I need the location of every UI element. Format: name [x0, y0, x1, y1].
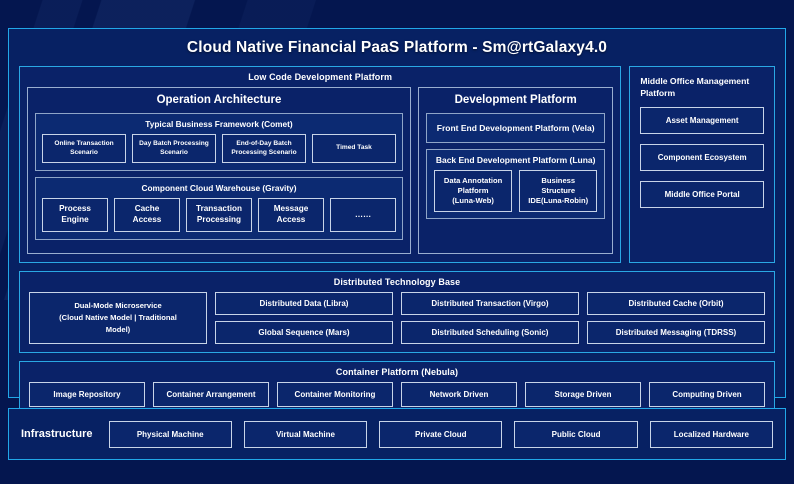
item-distributed-scheduling[interactable]: Distributed Scheduling (Sonic): [401, 321, 579, 345]
component-cloud-warehouse-items: Process Engine Cache Access Transaction …: [36, 198, 402, 233]
item-asset-management[interactable]: Asset Management: [640, 107, 764, 135]
item-distributed-messaging[interactable]: Distributed Messaging (TDRSS): [587, 321, 765, 345]
item-physical-machine[interactable]: Physical Machine: [108, 420, 232, 448]
item-online-transaction-scenario[interactable]: Online Transaction Scenario: [42, 134, 126, 164]
item-image-repository[interactable]: Image Repository: [29, 382, 145, 408]
item-localized-hardware[interactable]: Localized Hardware: [649, 420, 774, 448]
item-more-ellipsis[interactable]: ……: [330, 198, 396, 233]
distributed-technology-columns: Distributed Data (Libra) Global Sequence…: [215, 292, 765, 345]
item-network-driven[interactable]: Network Driven: [401, 382, 517, 408]
development-platform-panel: Development Platform Front End Developme…: [418, 87, 614, 255]
item-day-batch-processing-scenario[interactable]: Day Batch Processing Scenario: [132, 134, 216, 164]
middle-office-platform-title: Middle Office Management Platform: [640, 76, 750, 99]
item-computing-driven[interactable]: Computing Driven: [649, 382, 765, 408]
operation-architecture-panel: Operation Architecture Typical Business …: [27, 87, 411, 255]
item-transaction-processing[interactable]: Transaction Processing: [186, 198, 252, 233]
back-end-development-platform-block: Back End Development Platform (Luna) Dat…: [426, 149, 606, 220]
infrastructure-label: Infrastructure: [21, 428, 93, 440]
platform-frame: Cloud Native Financial PaaS Platform - S…: [8, 28, 786, 417]
component-cloud-warehouse-title: Component Cloud Warehouse (Gravity): [141, 183, 297, 194]
middle-office-items: Asset Management Component Ecosystem Mid…: [630, 103, 774, 217]
distributed-technology-base-body: Dual-Mode Microservice (Cloud Native Mod…: [20, 292, 774, 352]
typical-business-framework-group: Typical Business Framework (Comet) Onlin…: [35, 113, 403, 172]
item-private-cloud[interactable]: Private Cloud: [379, 420, 503, 448]
front-end-development-platform-block[interactable]: Front End Development Platform (Vela): [426, 113, 606, 143]
item-cache-access[interactable]: Cache Access: [114, 198, 180, 233]
dtb-column-1: Distributed Data (Libra) Global Sequence…: [215, 292, 393, 345]
item-global-sequence[interactable]: Global Sequence (Mars): [215, 321, 393, 345]
item-container-arrangement[interactable]: Container Arrangement: [153, 382, 269, 408]
item-business-structure-ide[interactable]: Business Structure IDE(Luna-Robin): [519, 170, 598, 213]
low-code-body: Operation Architecture Typical Business …: [20, 87, 620, 262]
item-process-engine[interactable]: Process Engine: [42, 198, 108, 233]
item-middle-office-portal[interactable]: Middle Office Portal: [640, 181, 764, 209]
item-distributed-transaction[interactable]: Distributed Transaction (Virgo): [401, 292, 579, 316]
item-virtual-machine[interactable]: Virtual Machine: [243, 420, 368, 448]
item-distributed-cache[interactable]: Distributed Cache (Orbit): [587, 292, 765, 316]
infrastructure-items: Physical Machine Virtual Machine Private…: [108, 420, 774, 448]
item-component-ecosystem[interactable]: Component Ecosystem: [640, 144, 764, 172]
item-storage-driven[interactable]: Storage Driven: [525, 382, 641, 408]
component-cloud-warehouse-group: Component Cloud Warehouse (Gravity) Proc…: [35, 177, 403, 241]
middle-office-management-platform-panel: Middle Office Management Platform Asset …: [629, 66, 775, 264]
dtb-column-3: Distributed Cache (Orbit) Distributed Me…: [587, 292, 765, 345]
development-platform-title: Development Platform: [454, 94, 577, 106]
low-code-platform-title: Low Code Development Platform: [248, 72, 393, 82]
item-container-monitoring[interactable]: Container Monitoring: [277, 382, 393, 408]
container-platform-items: Image Repository Container Arrangement C…: [20, 382, 774, 415]
back-end-development-platform-label: Back End Development Platform (Luna): [435, 155, 596, 165]
typical-business-framework-items: Online Transaction Scenario Day Batch Pr…: [36, 134, 402, 164]
item-distributed-data[interactable]: Distributed Data (Libra): [215, 292, 393, 316]
dtb-column-2: Distributed Transaction (Virgo) Distribu…: [401, 292, 579, 345]
container-platform-title: Container Platform (Nebula): [335, 367, 459, 378]
item-end-of-day-batch-processing-scenario[interactable]: End-of-Day Batch Processing Scenario: [222, 134, 306, 164]
operation-architecture-title: Operation Architecture: [156, 94, 282, 106]
typical-business-framework-title: Typical Business Framework (Comet): [145, 119, 293, 129]
container-platform-panel: Container Platform (Nebula) Image Reposi…: [19, 361, 775, 417]
item-message-access[interactable]: Message Access: [258, 198, 324, 233]
distributed-technology-base-title: Distributed Technology Base: [333, 277, 461, 288]
item-data-annotation-platform[interactable]: Data Annotation Platform (Luna-Web): [434, 170, 513, 213]
item-timed-task[interactable]: Timed Task: [312, 134, 396, 164]
page-title: Cloud Native Financial PaaS Platform - S…: [186, 39, 608, 56]
low-code-development-platform-panel: Low Code Development Platform Operation …: [19, 66, 622, 264]
front-end-development-platform-label: Front End Development Platform (Vela): [436, 123, 595, 133]
item-public-cloud[interactable]: Public Cloud: [514, 420, 638, 448]
distributed-technology-base-panel: Distributed Technology Base Dual-Mode Mi…: [19, 271, 775, 354]
infrastructure-panel: Infrastructure Physical Machine Virtual …: [8, 408, 786, 460]
item-dual-mode-microservice[interactable]: Dual-Mode Microservice (Cloud Native Mod…: [29, 292, 207, 345]
upper-row: Low Code Development Platform Operation …: [9, 66, 785, 264]
back-end-sub-items: Data Annotation Platform (Luna-Web) Busi…: [427, 170, 604, 218]
